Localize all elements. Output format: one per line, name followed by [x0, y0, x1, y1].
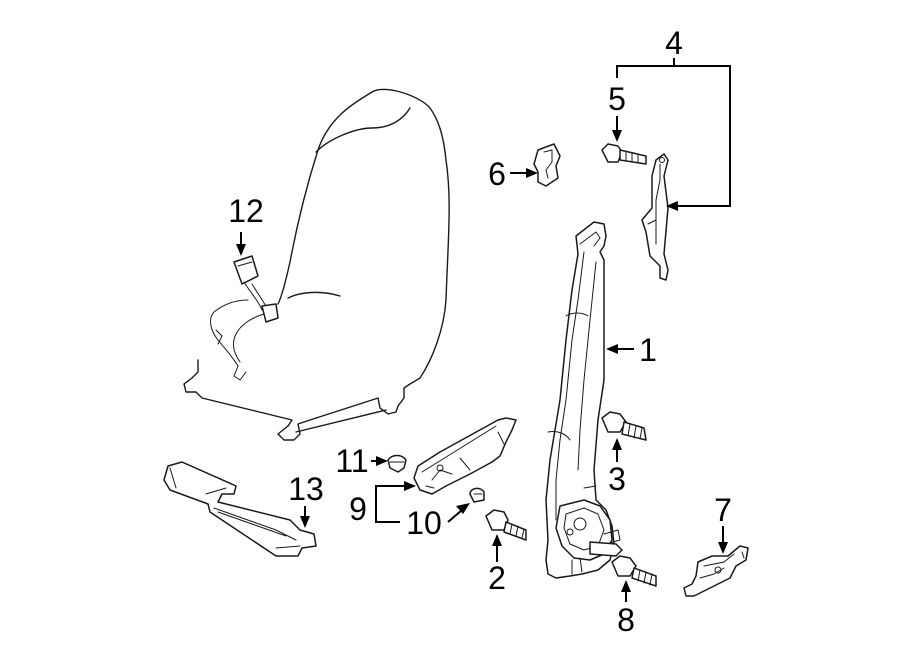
- callout-4: 4: [665, 25, 683, 61]
- part-anchor-bolt: [611, 555, 657, 587]
- callout-10: 10: [406, 505, 442, 541]
- leader-lines: [236, 58, 731, 602]
- part-height-adjuster: [641, 153, 669, 281]
- callout-1: 1: [639, 332, 657, 368]
- part-trim-clip: [387, 454, 407, 473]
- part-buckle-lower: [163, 461, 317, 557]
- part-trim-screw: [469, 487, 485, 503]
- callout-6: 6: [488, 156, 506, 192]
- callout-9: 9: [349, 491, 367, 527]
- part-guide-clip: [533, 143, 561, 187]
- callout-5: 5: [608, 81, 626, 117]
- part-trim-cover: [413, 417, 517, 495]
- seat-outline: [183, 88, 450, 441]
- part-anchor-bracket: [683, 545, 749, 597]
- part-retractor-bolt: [601, 411, 647, 441]
- part-belt-retractor: [545, 221, 623, 579]
- part-buckle-upper: [210, 255, 279, 381]
- callout-7: 7: [714, 492, 732, 528]
- callout-11: 11: [335, 443, 368, 479]
- part-lower-bolt: [485, 509, 527, 541]
- part-adjuster-bolt: [601, 143, 647, 165]
- callout-13: 13: [288, 471, 324, 507]
- callout-3: 3: [608, 461, 626, 497]
- callout-8: 8: [617, 602, 635, 638]
- callout-12: 12: [228, 193, 264, 229]
- callout-2: 2: [488, 560, 506, 596]
- callout-labels: 1 2 3 4 5 6 7 8 9 10 11 12 13: [228, 25, 732, 638]
